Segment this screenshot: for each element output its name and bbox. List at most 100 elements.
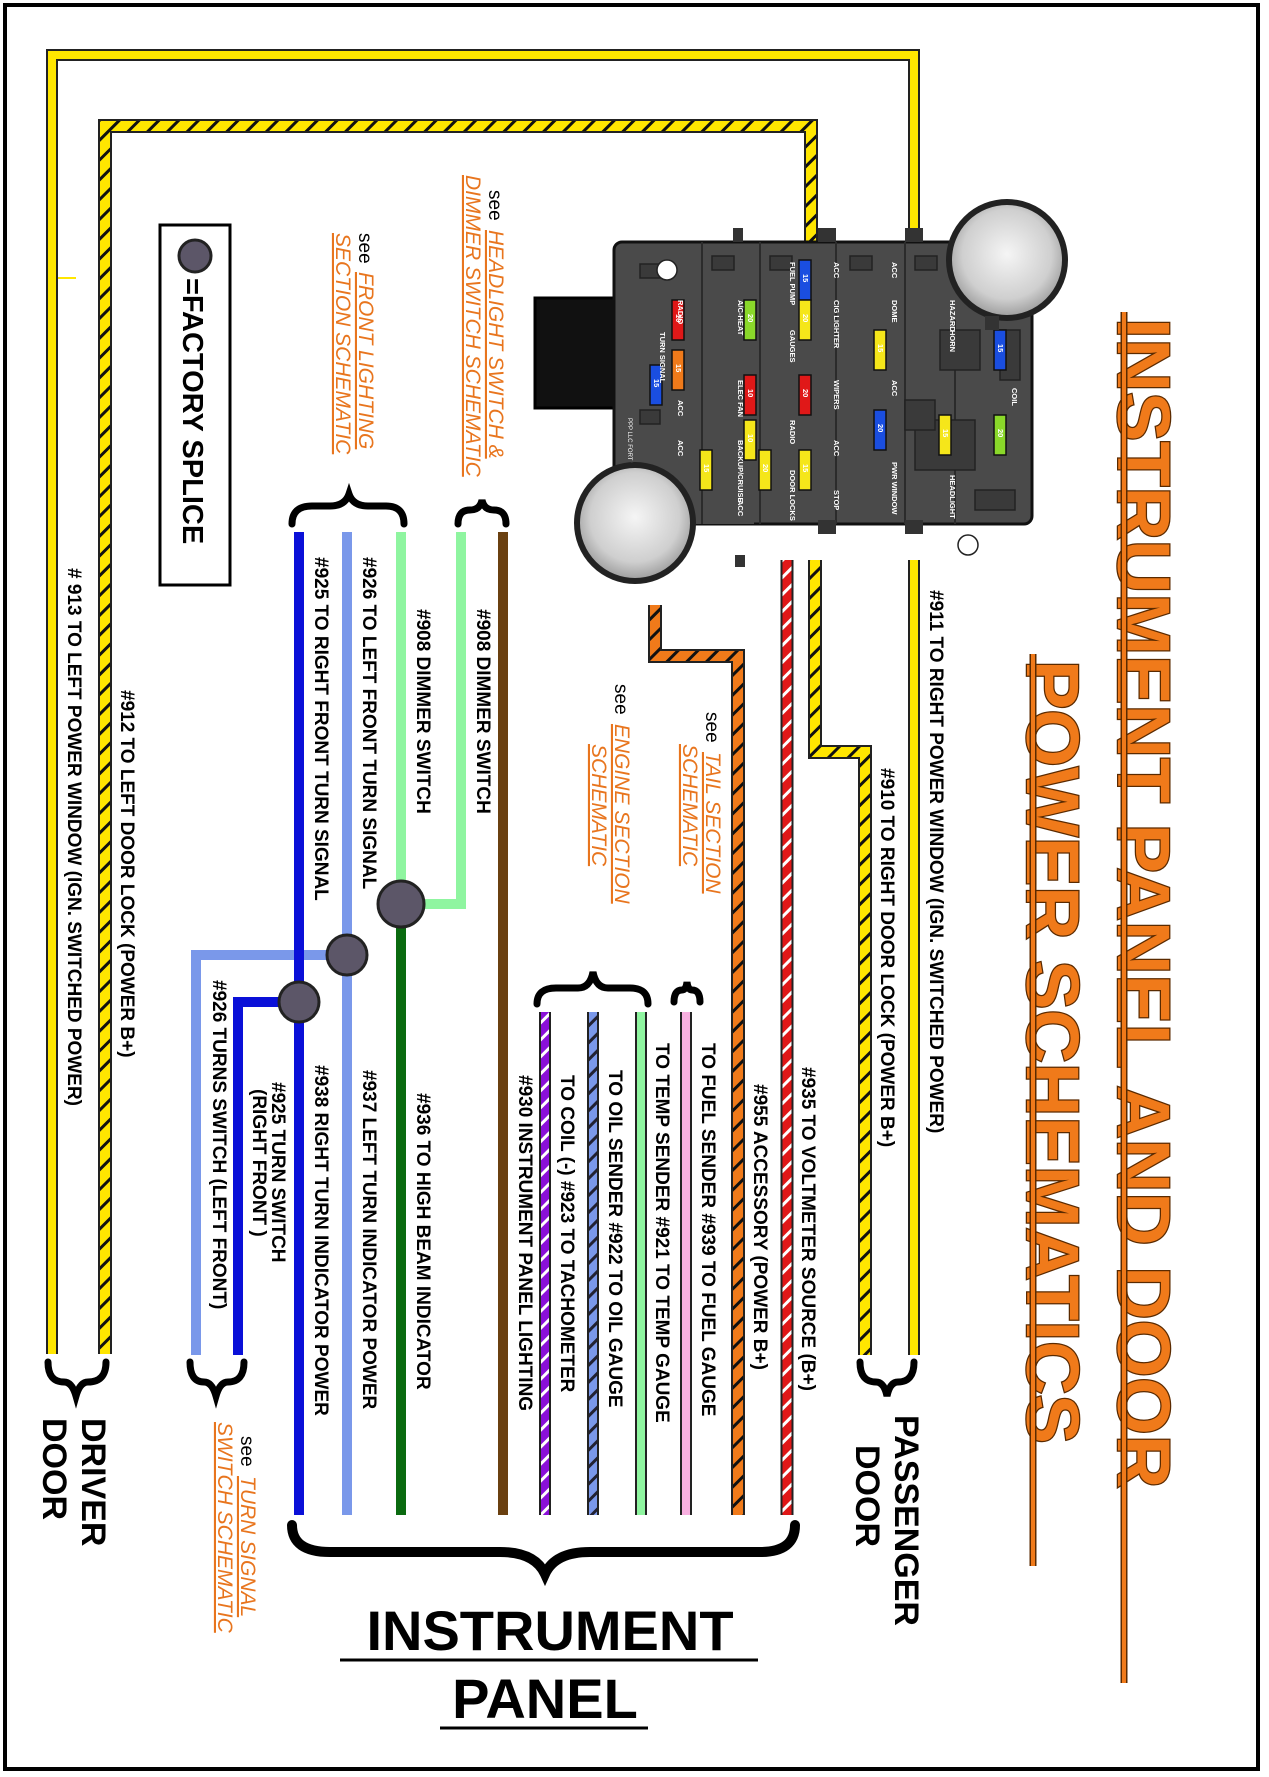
ref-front-lighting-2[interactable]: SECTION SCHEMATIC bbox=[331, 233, 354, 455]
title-line-1: INSTRUMENT PANEL AND DOOR bbox=[1102, 318, 1185, 1488]
brace-turn-switch bbox=[186, 1358, 248, 1409]
ref-engine-2[interactable]: SCHEMATIC bbox=[587, 744, 610, 867]
fuse-label: RADIO bbox=[788, 420, 797, 444]
legend-box bbox=[158, 223, 232, 587]
knob-top[interactable] bbox=[946, 199, 1068, 321]
fuse-labels: FUEL PUMP ACC ACC RADIO A/C-HEAT CIG LIGHTER D… bbox=[658, 262, 1019, 521]
fuse-label: FUEL PUMP bbox=[788, 262, 797, 305]
fuse-rating: 15 bbox=[674, 364, 683, 372]
fuse-rating: 15 bbox=[652, 379, 661, 387]
wires bbox=[46, 49, 920, 1515]
fuse[interactable]: 15 bbox=[699, 449, 713, 491]
passenger-door-line-1: PASSENGER bbox=[887, 1415, 925, 1626]
see-engine: see bbox=[610, 684, 631, 715]
ref-headlight-2[interactable]: DIMMER SWITCH SCHEMATIC bbox=[461, 175, 484, 478]
fuse-label: ACC bbox=[832, 262, 841, 279]
fuse-label: HAZARD bbox=[948, 300, 957, 332]
fuse[interactable]: 20 bbox=[758, 449, 772, 491]
label-911: #911 TO RIGHT POWER WINDOW (IGN. SWITCHE… bbox=[925, 590, 946, 1133]
splice-925 bbox=[277, 980, 321, 1024]
legend-text: =FACTORY SPLICE bbox=[176, 278, 208, 544]
fuse[interactable]: 15 bbox=[873, 329, 887, 371]
title: INSTRUMENT PANEL AND DOOR POWER SCHEMATI… bbox=[1010, 312, 1186, 1683]
label-908-a: #908 DIMMER SWITCH bbox=[472, 609, 493, 814]
label-923: TO COIL (-) #923 TO TACHOMETER bbox=[556, 1075, 577, 1393]
see-tail: see bbox=[701, 712, 722, 743]
knob-bottom[interactable] bbox=[574, 462, 696, 584]
ref-headlight-1[interactable]: HEADLIGHT SWITCH & bbox=[484, 230, 507, 459]
fuse-rating: 10 bbox=[746, 434, 755, 442]
fuse-block-maker: PPP LLC FORT WORTH TEXAS bbox=[626, 418, 632, 506]
ref-turn-signal-2[interactable]: SWITCH SCHEMATIC bbox=[213, 1422, 236, 1634]
brace-front-lighting bbox=[288, 482, 408, 528]
fuse-label: ACC bbox=[736, 500, 745, 517]
fuse[interactable]: 15 bbox=[649, 364, 663, 406]
fuse[interactable]: 10 bbox=[743, 374, 757, 416]
fuse-rating: 10 bbox=[746, 389, 755, 397]
see-headlight: see bbox=[484, 190, 505, 221]
fuse-rating: 20 bbox=[876, 424, 885, 432]
fuse[interactable]: 10 bbox=[743, 419, 757, 461]
label-935: #935 TO VOLTMETER SOURCE (B+) bbox=[797, 1067, 818, 1391]
instrument-panel-line-2: PANEL bbox=[452, 1667, 638, 1730]
label-922: TO OIL SENDER #922 TO OIL GAUGE bbox=[604, 1070, 625, 1408]
schematic-references: see FRONT LIGHTING SECTION SCHEMATIC see… bbox=[213, 175, 724, 1634]
ref-front-lighting-1[interactable]: FRONT LIGHTING bbox=[354, 272, 377, 449]
fuse-label: CIG LIGHTER bbox=[832, 300, 841, 349]
label-910: #910 TO RIGHT DOOR LOCK (POWER B+) bbox=[876, 768, 897, 1147]
legend: =FACTORY SPLICE bbox=[158, 223, 232, 587]
fuse-rating: 15 bbox=[996, 344, 1005, 352]
brace-instrument-panel bbox=[287, 1520, 800, 1587]
fuse-label: RADIO bbox=[676, 300, 685, 324]
fuse[interactable]: 10 bbox=[671, 299, 685, 341]
fuse-label: A/C-HEAT bbox=[736, 300, 745, 336]
fuse[interactable]: 20 bbox=[743, 299, 757, 341]
fuse-label: DOOR LOCKS bbox=[788, 470, 797, 521]
fuse-label: ACC bbox=[832, 440, 841, 457]
ref-turn-signal-1[interactable]: TURN SIGNAL bbox=[236, 1476, 259, 1617]
fuse[interactable]: 20 bbox=[873, 409, 887, 451]
fuse-label: WIPERS bbox=[832, 380, 841, 410]
driver-door-line-1: DRIVER bbox=[74, 1418, 112, 1546]
brace-passenger bbox=[856, 1358, 918, 1397]
fuse-label: STOP bbox=[832, 490, 841, 510]
label-925-switch-2: (RIGHT FRONT ) bbox=[248, 1089, 269, 1237]
fuse-rating: 15 bbox=[941, 429, 950, 437]
fuse-rating: 20 bbox=[761, 464, 770, 472]
brace-driver bbox=[44, 1358, 110, 1409]
fuse-rating: 20 bbox=[996, 429, 1005, 437]
ref-tail-2[interactable]: SCHEMATIC bbox=[678, 744, 701, 867]
fuse[interactable]: 15 bbox=[993, 329, 1007, 371]
fuse-rating: 15 bbox=[801, 464, 810, 472]
fuse-rating: 20 bbox=[746, 314, 755, 322]
ref-engine-1[interactable]: ENGINE SECTION bbox=[610, 724, 633, 905]
fuse[interactable]: 20 bbox=[993, 414, 1007, 456]
label-921: TO TEMP SENDER #921 TO TEMP GAUGE bbox=[651, 1043, 672, 1423]
fuse-label: COIL bbox=[1010, 388, 1019, 406]
fuse[interactable]: 20 bbox=[798, 374, 812, 416]
fuse-label: ACC bbox=[676, 440, 685, 457]
fuse[interactable]: 15 bbox=[938, 414, 952, 456]
fuse-rating: 10 bbox=[674, 314, 683, 322]
fuse[interactable]: 15 bbox=[798, 449, 812, 491]
wire-910 bbox=[808, 560, 872, 1355]
label-926: #926 TO LEFT FRONT TURN SIGNAL bbox=[358, 557, 379, 890]
fuse[interactable]: 15 bbox=[798, 259, 812, 301]
legend-splice-icon bbox=[177, 238, 213, 274]
ref-tail-1[interactable]: TAIL SECTION bbox=[701, 752, 724, 894]
title-line-2: POWER SCHEMATICS bbox=[1011, 660, 1094, 1444]
fuse-label: TURN SIGNAL bbox=[658, 332, 667, 384]
label-913: # 913 TO LEFT POWER WINDOW (IGN. SWITCHE… bbox=[63, 568, 84, 1106]
fuse[interactable]: 15 bbox=[671, 349, 685, 391]
label-937: #937 LEFT TURN INDICATOR POWER bbox=[358, 1070, 379, 1409]
splice-926 bbox=[325, 933, 369, 977]
label-955: #955 ACCESSORY (POWER B+) bbox=[749, 1084, 770, 1370]
braces bbox=[44, 482, 918, 1587]
fuse-label: ACC bbox=[890, 380, 899, 397]
see-front-lighting: see bbox=[354, 233, 375, 264]
label-926-switch: #926 TURNS SWITCH (LEFT FRONT) bbox=[208, 980, 229, 1309]
fuse-label: ACC bbox=[890, 262, 899, 279]
factory-splices bbox=[277, 879, 426, 1024]
fuse[interactable]: 20 bbox=[798, 299, 812, 341]
